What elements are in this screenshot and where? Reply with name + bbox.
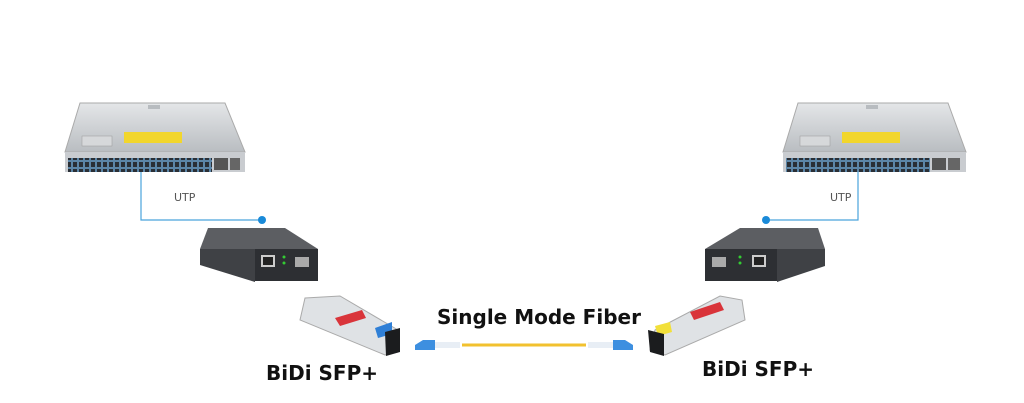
utp-cable-right bbox=[766, 172, 859, 221]
utp-endpoint-right bbox=[762, 216, 770, 224]
switch-left bbox=[64, 102, 246, 172]
utp-endpoint-left bbox=[258, 216, 266, 224]
bidi-sfp-module-left bbox=[299, 295, 400, 356]
utp-label-left: UTP bbox=[174, 191, 196, 204]
switch-right bbox=[782, 102, 967, 172]
utp-cable-left bbox=[140, 172, 262, 221]
fiber-label: Single Mode Fiber bbox=[437, 305, 641, 329]
utp-label-right: UTP bbox=[830, 191, 852, 204]
bidi-sfp-module-right bbox=[648, 295, 746, 356]
sfp-label-left: BiDi SFP+ bbox=[266, 361, 379, 385]
fiber-cable bbox=[415, 340, 633, 350]
media-converter-right bbox=[705, 228, 825, 282]
media-converter-left bbox=[200, 228, 318, 282]
sfp-label-right: BiDi SFP+ bbox=[702, 357, 815, 381]
